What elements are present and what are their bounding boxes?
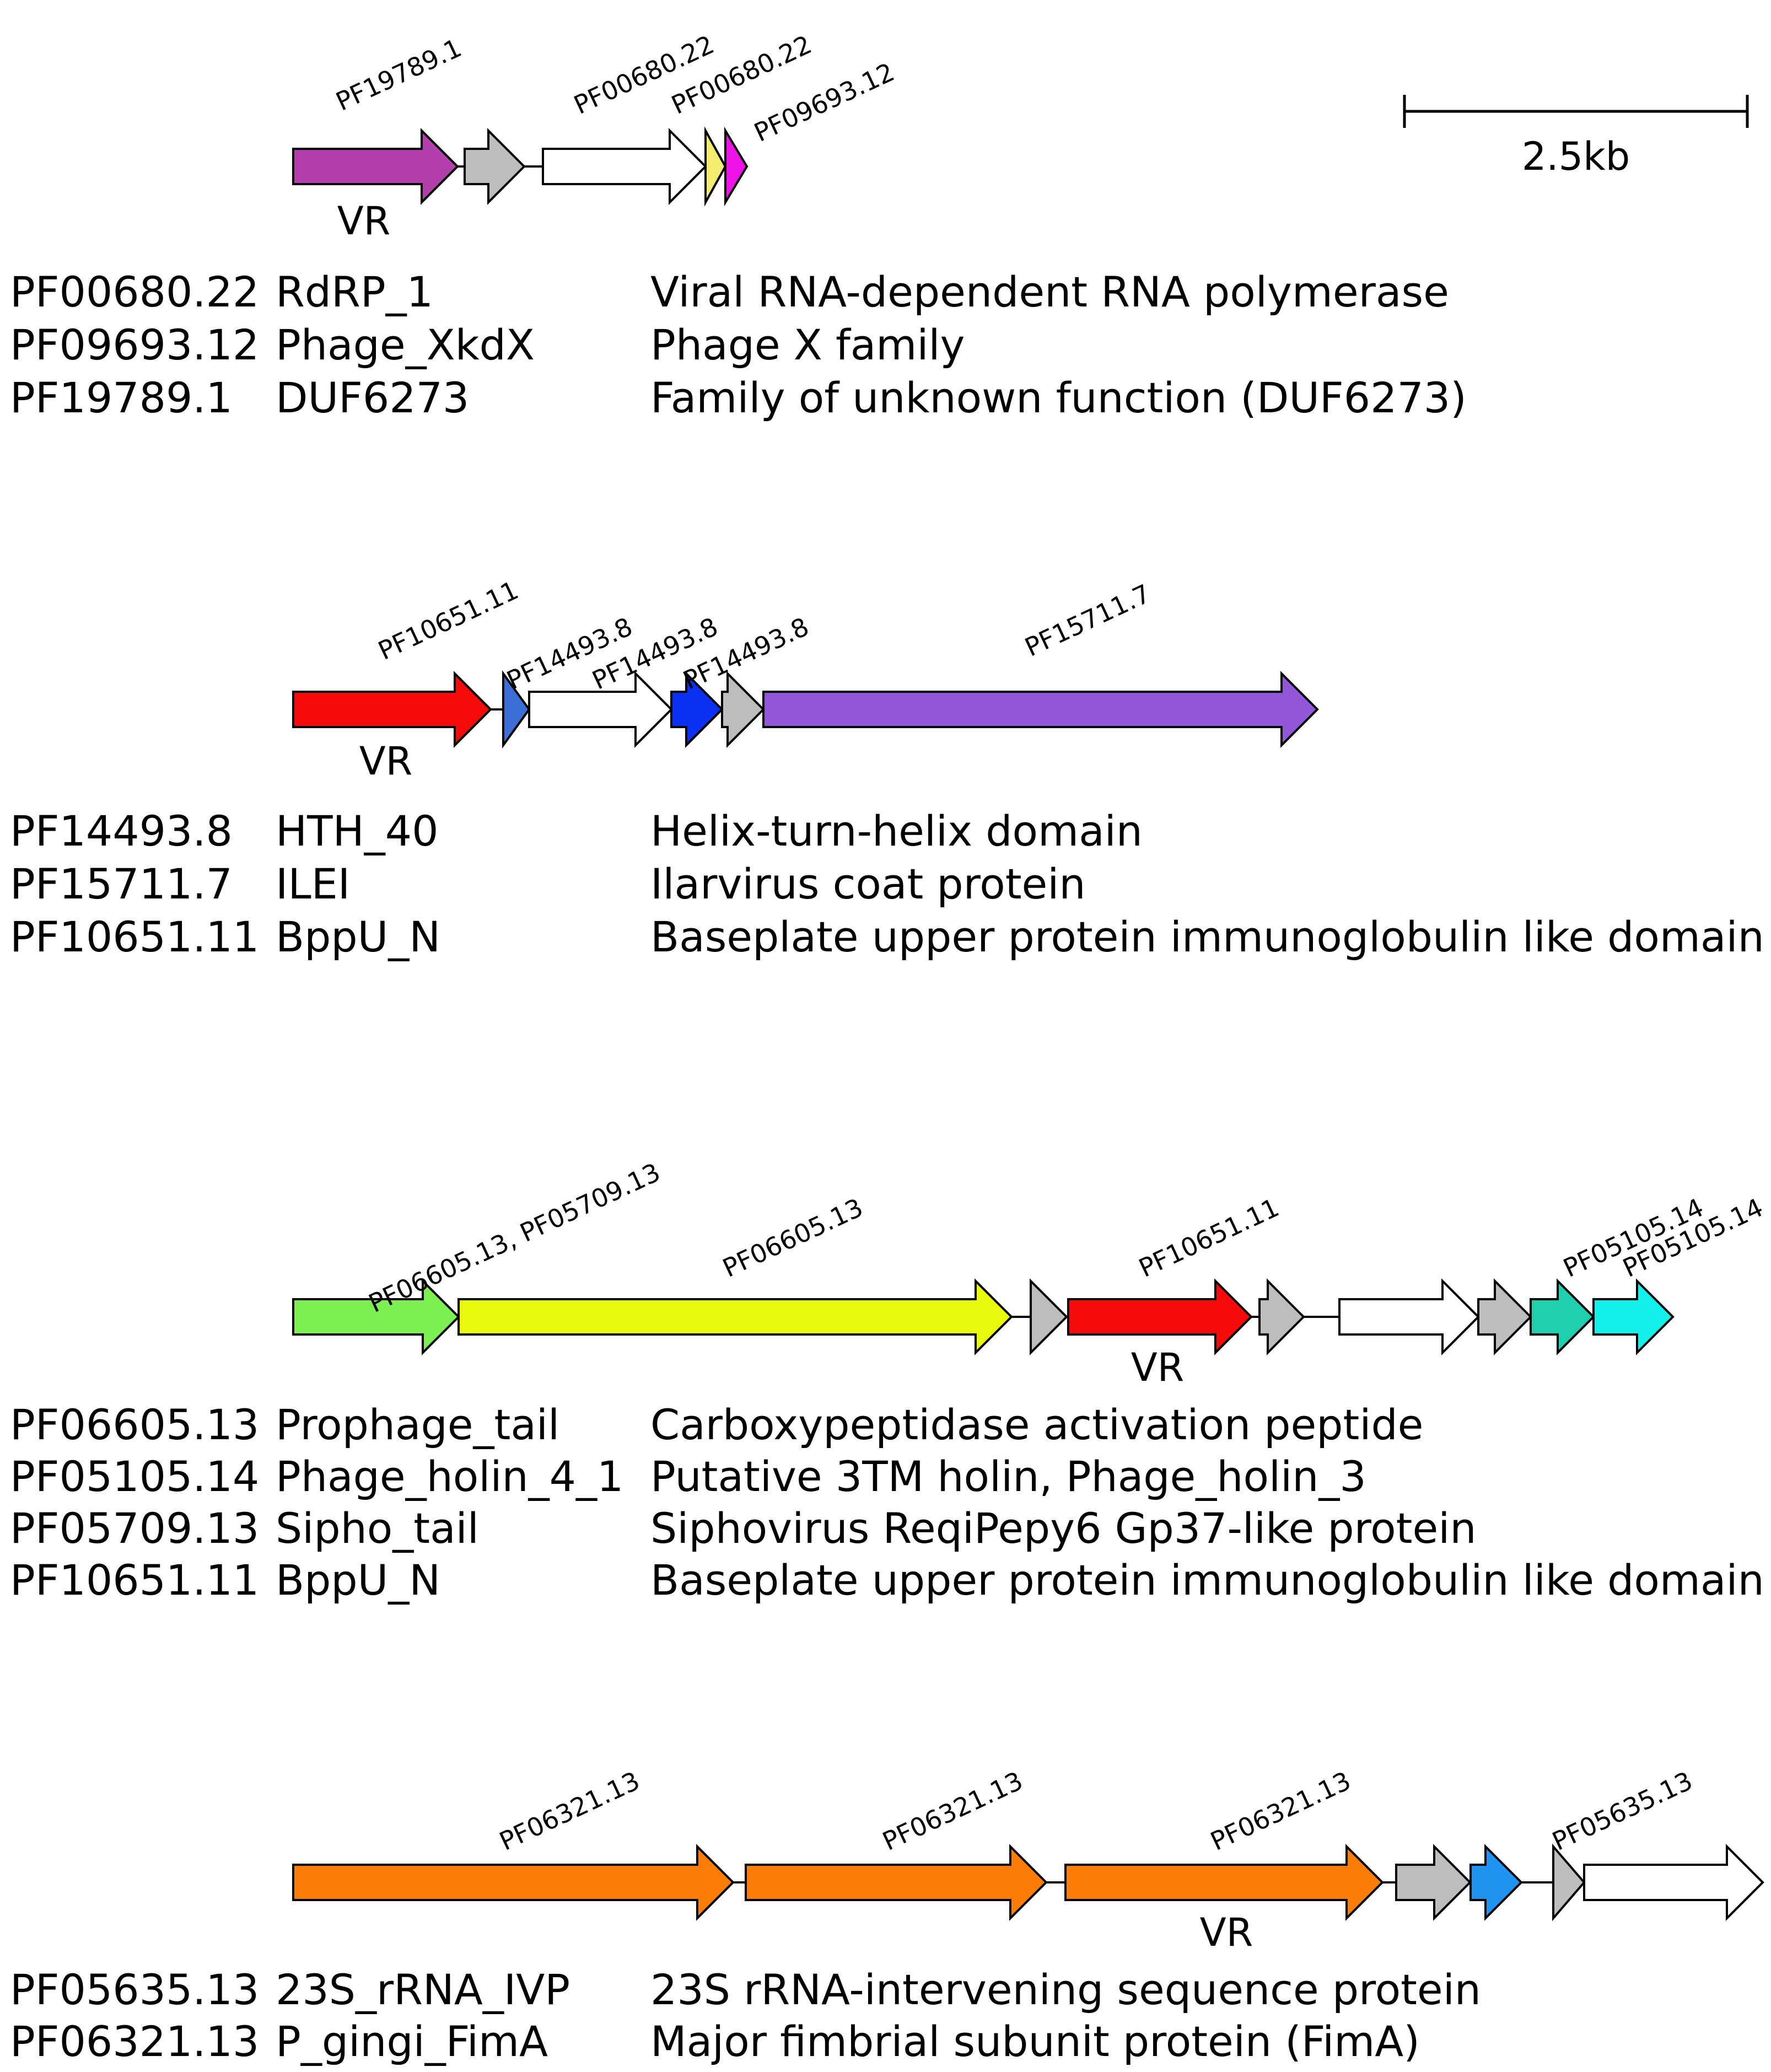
pfam-gene-label: PF05635.13 (1548, 1766, 1697, 1856)
pfam-gene-label: PF06321.13 (878, 1766, 1027, 1856)
gene-arrow (292, 128, 459, 205)
pfam-gene-label: PF10651.11 (374, 575, 523, 666)
legend-pfam-description: 23S rRNA-intervening sequence protein (650, 1965, 1481, 2014)
gene-arrow (1030, 1278, 1068, 1355)
vr-label: VR (1131, 1345, 1185, 1390)
legend-row: PF19789.1 DUF6273 Family of unknown func… (0, 372, 1771, 424)
gene-arrow (1530, 1278, 1595, 1355)
legend-pfam-description: Major fimbrial subunit protein (FimA) (650, 2017, 1420, 2066)
legend-pfam-id: PF14493.8 (10, 806, 233, 855)
legend-pfam-id: PF00680.22 (10, 267, 260, 316)
pfam-gene-label: PF06605.13 (718, 1192, 868, 1283)
gene-arrow (1592, 1278, 1675, 1355)
gene-arrow (1258, 1278, 1305, 1355)
legend-pfam-name: 23S_rRNA_IVP (276, 1965, 570, 2014)
legend-pfam-name: Phage_holin_4_1 (276, 1452, 624, 1501)
legend-pfam-name: BppU_N (276, 1556, 441, 1605)
legend-row: PF15711.7 ILEI Ilarvirus coat protein (0, 858, 1771, 911)
gene-arrow (721, 671, 765, 748)
legend-pfam-id: PF05709.13 (10, 1504, 260, 1553)
legend-pfam-id: PF05635.13 (10, 1965, 260, 2014)
gene-arrow (528, 671, 673, 748)
legend-pfam-name: HTH_40 (276, 806, 439, 855)
legend-row: PF05105.14 Phage_holin_4_1 Putative 3TM … (0, 1450, 1771, 1503)
pfam-gene-label: PF06321.13 (1206, 1766, 1355, 1856)
gene-arrow (1469, 1844, 1523, 1921)
legend-pfam-description: Carboxypeptidase activation peptide (650, 1400, 1424, 1449)
gene-arrow (1064, 1844, 1384, 1921)
gene-arrow (1552, 1843, 1586, 1922)
legend-pfam-id: PF10651.11 (10, 1556, 260, 1605)
legend-pfam-id: PF06605.13 (10, 1400, 260, 1449)
legend-pfam-name: DUF6273 (276, 373, 470, 422)
legend-pfam-description: Ilarvirus coat protein (650, 859, 1086, 908)
vr-label: VR (337, 198, 391, 244)
gene-arrow (457, 1278, 1013, 1355)
legend-pfam-description: Baseplate upper protein immunoglobulin l… (650, 1556, 1764, 1605)
legend-pfam-name: BppU_N (276, 912, 441, 961)
legend-pfam-name: Prophage_tail (276, 1400, 560, 1449)
legend-pfam-description: Putative 3TM holin, Phage_holin_3 (650, 1452, 1366, 1501)
legend-pfam-name: Sipho_tail (276, 1504, 479, 1553)
vr-label: VR (1200, 1910, 1253, 1955)
legend-pfam-id: PF10651.11 (10, 912, 260, 961)
gene-arrow (292, 1278, 460, 1355)
legend-pfam-name: RdRP_1 (276, 267, 434, 316)
legend-pfam-description: Helix-turn-helix domain (650, 806, 1143, 855)
gene-arrow (292, 1844, 735, 1921)
pfam-gene-label: PF06605.13, PF05709.13 (364, 1157, 665, 1318)
vr-label: VR (359, 739, 413, 784)
gene-arrow (1067, 1278, 1253, 1355)
legend-pfam-description: Family of unknown function (DUF6273) (650, 373, 1467, 422)
legend-pfam-id: PF06321.13 (10, 2017, 260, 2066)
legend-pfam-id: PF19789.1 (10, 373, 233, 422)
gene-arrow (762, 671, 1319, 748)
pfam-gene-label: PF06321.13 (495, 1766, 644, 1856)
pfam-gene-label: PF19789.1 (331, 33, 466, 116)
gene-arrow (670, 671, 724, 748)
legend-row: PF06321.13 P_gingi_FimA Major fimbrial s… (0, 2015, 1771, 2068)
gene-arrow (292, 671, 492, 748)
legend-pfam-name: P_gingi_FimA (276, 2017, 548, 2066)
legend-pfam-description: Siphovirus ReqiPepy6 Gp37-like protein (650, 1504, 1477, 1553)
gene-arrow (1477, 1278, 1532, 1355)
gene-arrow (502, 670, 531, 749)
legend-row: PF10651.11 BppU_N Baseplate upper protei… (0, 911, 1771, 964)
scale-bar-label: 2.5kb (1522, 134, 1630, 179)
gene-arrow (1338, 1278, 1480, 1355)
legend-pfam-name: ILEI (276, 859, 351, 908)
gene-arrow (464, 128, 526, 205)
gene-arrow (704, 126, 727, 207)
legend-pfam-id: PF05105.14 (10, 1452, 260, 1501)
legend-row: PF14493.8 HTH_40 Helix-turn-helix domain (0, 805, 1771, 858)
gene-arrow (1395, 1844, 1472, 1921)
legend-pfam-description: Viral RNA-dependent RNA polymerase (650, 267, 1449, 316)
legend-pfam-name: Phage_XkdX (276, 320, 535, 369)
scale-bar: 2.5kb (1403, 95, 1749, 179)
legend-pfam-id: PF09693.12 (10, 320, 260, 369)
gene-arrow (1583, 1844, 1764, 1921)
gene-track-3: PF06605.13, PF05709.13 PF06605.13 PF10651.… (292, 1157, 1768, 1390)
legend-row: PF05635.13 23S_rRNA_IVP 23S rRNA-interve… (0, 1963, 1771, 2016)
legend-row: PF10651.11 BppU_N Baseplate upper protei… (0, 1554, 1771, 1607)
pfam-gene-label: PF10651.11 (1134, 1192, 1284, 1283)
pfam-gene-label: PF15711.7 (1020, 578, 1155, 662)
gene-arrow (542, 128, 707, 205)
legend-row: PF00680.22 RdRP_1 Viral RNA-dependent RN… (0, 266, 1771, 319)
gene-arrow (745, 1844, 1048, 1921)
gene-track-4: PF06321.13 PF06321.13 PF06321.13 PF05635.13… (292, 1766, 1764, 1955)
gene-arrow (724, 126, 749, 207)
legend-pfam-description: Baseplate upper protein immunoglobulin l… (650, 912, 1764, 961)
legend-pfam-description: Phage X family (650, 320, 965, 369)
legend-row: PF06605.13 Prophage_tail Carboxypeptidas… (0, 1398, 1771, 1451)
legend-row: PF05709.13 Sipho_tail Siphovirus ReqiPep… (0, 1502, 1771, 1555)
legend-row: PF09693.12 Phage_XkdX Phage X family (0, 319, 1771, 372)
legend-pfam-id: PF15711.7 (10, 859, 233, 908)
